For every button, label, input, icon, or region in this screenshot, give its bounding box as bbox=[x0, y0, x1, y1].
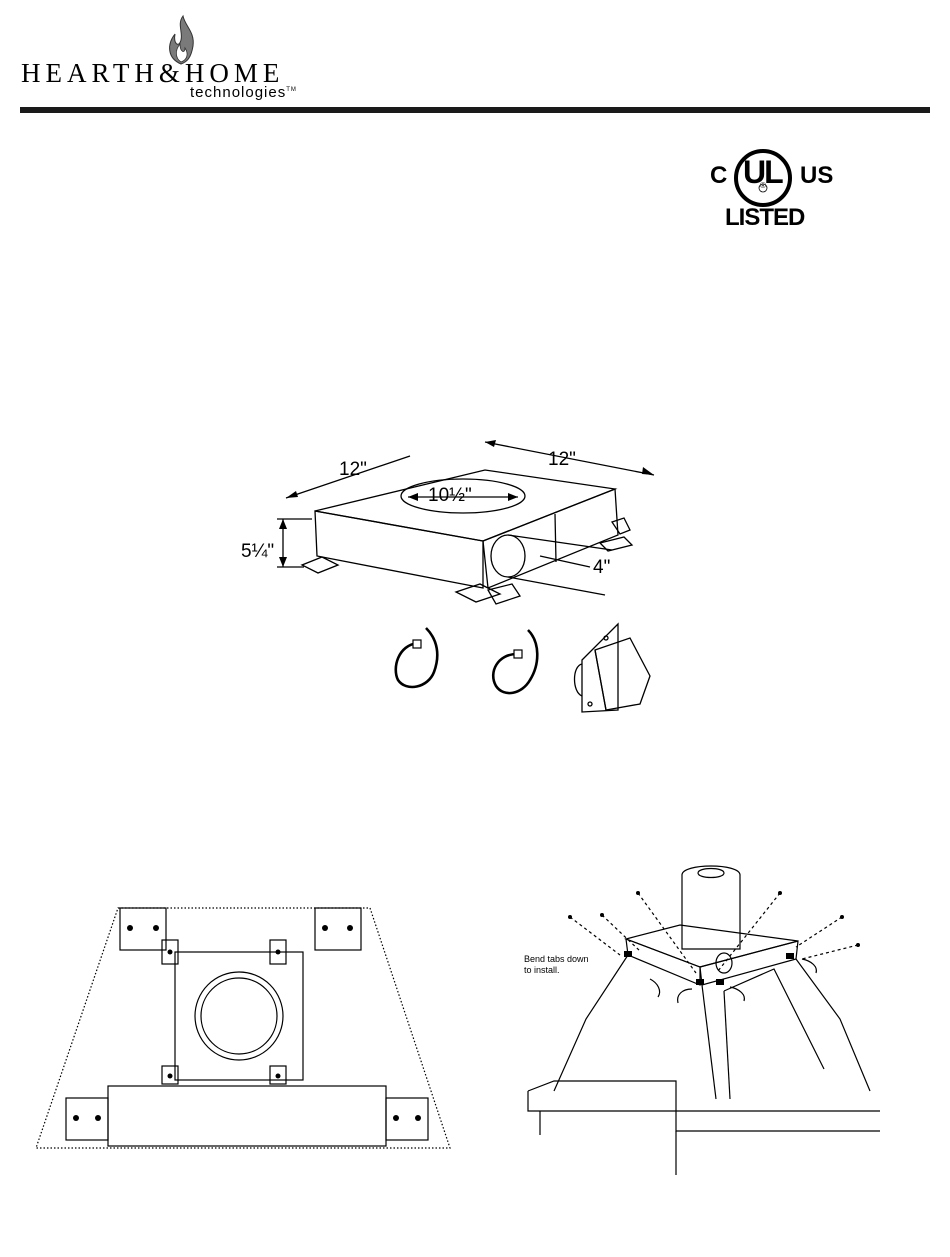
dim-outlet-label: 4" bbox=[593, 557, 610, 579]
bend-tabs-note-line-2: to install. bbox=[524, 965, 589, 976]
dim-length-label: 12" bbox=[339, 459, 367, 481]
wire-loop-1-icon bbox=[396, 628, 437, 687]
wire-loop-2-icon bbox=[493, 630, 537, 693]
wall-cap-icon bbox=[575, 624, 651, 712]
dim-height-label: 5¼" bbox=[241, 541, 274, 563]
install-perspective-drawing bbox=[520, 855, 880, 1175]
install-perspective-diagram: Bend tabs down to install. bbox=[520, 855, 880, 1175]
bend-tabs-note: Bend tabs down to install. bbox=[524, 954, 589, 976]
dim-opening-label: 10½" bbox=[428, 485, 472, 507]
hood-top-view-full bbox=[30, 900, 460, 1160]
bend-tabs-note-line-1: Bend tabs down bbox=[524, 954, 589, 965]
hood-top-view-lower bbox=[30, 900, 460, 1160]
dim-width-label: 12" bbox=[548, 449, 576, 471]
